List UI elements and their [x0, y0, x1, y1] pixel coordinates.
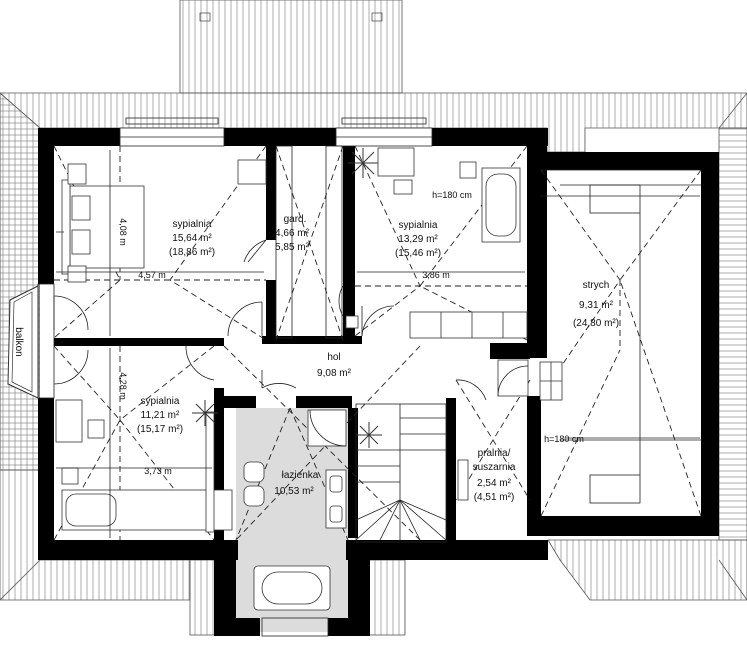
bedroom1-depth: 4,08 m [118, 218, 128, 246]
bedroom3-depth: 4,28 m [118, 372, 128, 400]
attic-area: 9,31 m² [579, 300, 614, 311]
balcony-label: balkon [13, 327, 24, 356]
bedroom2-area-gross: (15,46 m²) [395, 248, 441, 259]
laundry-fixtures [457, 359, 563, 501]
attic-height-note: h=180 cm [544, 434, 584, 444]
roof-eaves [0, 0, 747, 636]
wardrobe-furniture [275, 145, 343, 339]
bedroom2-width: 3,86 m [422, 270, 450, 280]
bathroom-area: 10,53 m² [274, 486, 314, 497]
bedroom3-width: 3,73 m [144, 466, 172, 476]
bedroom2-area: 13,29 m² [398, 234, 438, 245]
bedroom1-area: 15,64 m² [172, 233, 212, 244]
laundry-name: pralnia/ [478, 448, 511, 459]
bedroom1-area-gross: (18,86 m²) [169, 247, 215, 258]
dimension-lines [56, 150, 700, 538]
hall-area: 9,08 m² [317, 368, 352, 379]
walls [38, 128, 719, 636]
bedroom2-height-note: h=180 cm [432, 190, 472, 200]
bedroom2-furniture [348, 147, 528, 339]
bathroom-name: łazienka [282, 470, 319, 481]
attic-name: strych [583, 280, 610, 291]
laundry-name2: suszarnia [473, 462, 516, 473]
bedroom3-area-gross: (15,17 m²) [137, 424, 183, 435]
bedroom1-furniture [56, 159, 267, 283]
bathroom-fixtures [243, 409, 382, 611]
bedroom1-name: sypialnia [173, 219, 212, 230]
bedroom2-name: sypialnia [399, 220, 438, 231]
hall-name: hol [327, 352, 340, 363]
laundry-area: 2,54 m² [477, 478, 512, 489]
balcony: balkon [7, 285, 39, 399]
doors [53, 239, 529, 401]
windows [37, 117, 433, 637]
laundry-area-gross: (4,51 m²) [474, 492, 515, 503]
wardrobe-area-gross: 5,85 m² [275, 242, 310, 253]
wardrobe-area: 4,66 m² [275, 228, 310, 239]
bedroom3-name: sypialnia [141, 396, 180, 407]
wardrobe-name: gard. [284, 214, 307, 225]
attic-area-gross: (24,80 m²) [573, 318, 619, 329]
bedroom1-width: 4,57 m [138, 270, 166, 280]
bedroom3-area: 11,21 m² [141, 410, 180, 421]
attic-lines [541, 169, 701, 504]
staircase [355, 403, 447, 543]
